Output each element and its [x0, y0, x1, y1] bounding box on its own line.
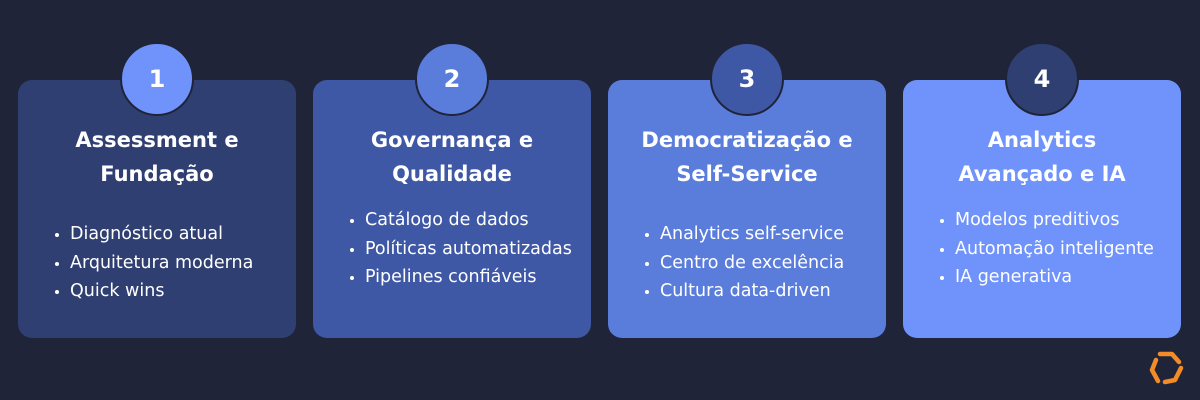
list-item: Quick wins	[70, 277, 282, 306]
list-item: Automação inteligente	[955, 235, 1167, 264]
step-title: Analytics Avançado e IA	[958, 128, 1126, 186]
step-items-list: Catálogo de dados Políticas automatizada…	[345, 206, 577, 292]
list-item: IA generativa	[955, 263, 1167, 292]
step-items-list: Modelos preditivos Automação inteligente…	[935, 206, 1167, 292]
step-number-badge: 1	[120, 42, 194, 116]
step-title: Democratização e Self-Service	[641, 128, 853, 186]
list-item: Arquitetura moderna	[70, 249, 282, 278]
list-item: Centro de excelência	[660, 249, 872, 278]
step-card-2: Governança e Qualidade Catálogo de dados…	[313, 80, 591, 338]
list-item: Analytics self-service	[660, 220, 872, 249]
step-card-1: Assessment e Fundação Diagnóstico atual …	[18, 80, 296, 338]
step-card-4: Analytics Avançado e IA Modelos preditiv…	[903, 80, 1181, 338]
step-number-badge: 4	[1005, 42, 1079, 116]
list-item: Modelos preditivos	[955, 206, 1167, 235]
step-title: Assessment e Fundação	[75, 128, 239, 186]
step-number-badge: 2	[415, 42, 489, 116]
step-card-3: Democratização e Self-Service Analytics …	[608, 80, 886, 338]
list-item: Diagnóstico atual	[70, 220, 282, 249]
step-items-list: Diagnóstico atual Arquitetura moderna Qu…	[50, 220, 282, 306]
hexagon-logo-icon	[1149, 351, 1184, 385]
list-item: Políticas automatizadas	[365, 235, 577, 264]
list-item: Catálogo de dados	[365, 206, 577, 235]
step-title: Governança e Qualidade	[370, 128, 534, 186]
list-item: Pipelines confiáveis	[365, 263, 577, 292]
step-number-badge: 3	[710, 42, 784, 116]
step-items-list: Analytics self-service Centro de excelên…	[640, 220, 872, 306]
list-item: Cultura data-driven	[660, 277, 872, 306]
